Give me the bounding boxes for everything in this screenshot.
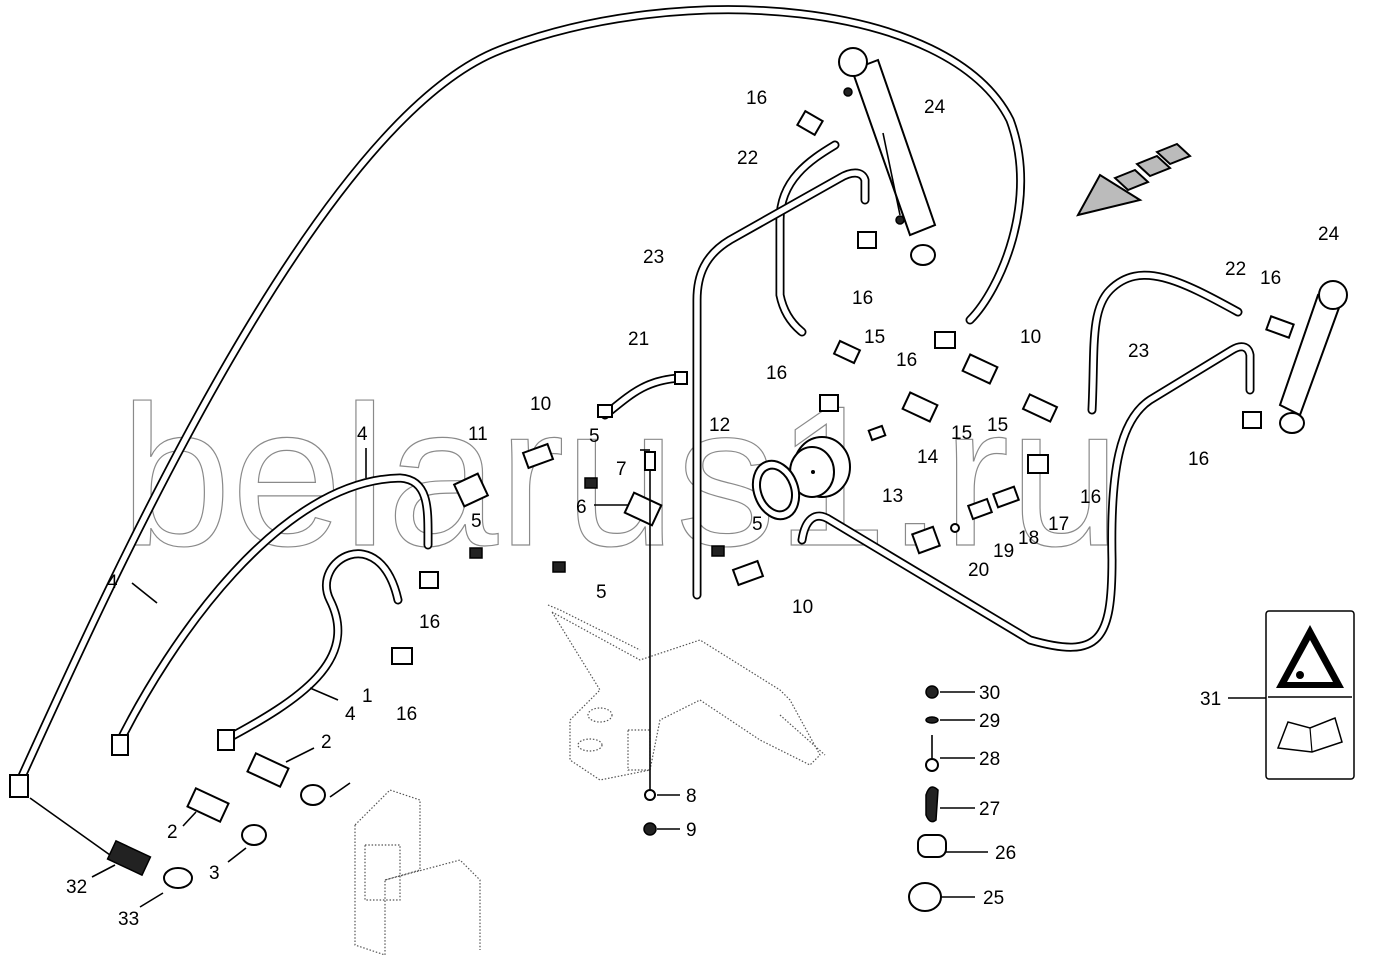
callout-7: 7: [616, 459, 627, 480]
callout-4a: 4: [107, 572, 118, 593]
filter-13: [789, 436, 851, 498]
callout-5a: 5: [589, 426, 600, 447]
callout-1: 1: [362, 686, 373, 707]
callout-5c: 5: [596, 582, 607, 603]
callout-18: 18: [1018, 528, 1039, 549]
callout-30: 30: [979, 683, 1000, 704]
callout-16b: 16: [852, 288, 873, 309]
hose-4-long: [13, 5, 1026, 790]
callout-32: 32: [66, 877, 87, 898]
callout-26: 26: [995, 843, 1016, 864]
tractor-bracket-outline: [354, 789, 481, 956]
steering-cylinder-right: [1278, 280, 1348, 434]
warning-label-31: [1265, 610, 1355, 780]
callout-6: 6: [576, 497, 587, 518]
callout-10a: 10: [530, 394, 551, 415]
callout-16f: 16: [1260, 268, 1281, 289]
callout-23b: 23: [1128, 341, 1149, 362]
callout-4b: 4: [357, 424, 368, 445]
explosion-warning-icon: [1276, 625, 1344, 688]
callout-13: 13: [882, 486, 903, 507]
steering-cylinder-left: [838, 47, 937, 266]
callout-10c: 10: [792, 597, 813, 618]
callout-17: 17: [1048, 514, 1069, 535]
callout-20: 20: [968, 560, 989, 581]
callout-14: 14: [917, 447, 939, 468]
forward-arrow-icon: [1076, 142, 1192, 217]
callout-22b: 22: [1225, 259, 1246, 280]
callout-2a: 2: [321, 732, 332, 753]
callout-5d: 5: [752, 514, 763, 535]
callout-4c: 4: [345, 704, 356, 725]
hose-23-left: [692, 168, 870, 600]
callout-27: 27: [979, 799, 1000, 820]
callout-16i: 16: [396, 704, 417, 725]
callout-16c: 16: [766, 363, 787, 384]
callout-11: 11: [468, 424, 488, 445]
callout-16e: 16: [1080, 487, 1101, 508]
callout-2b: 2: [167, 822, 178, 843]
callout-25: 25: [983, 888, 1004, 909]
hose-4-mid: [113, 473, 433, 750]
callout-19: 19: [993, 541, 1014, 562]
callouts: 1 2 2 3 4 4 4 5 5 5 5 6 7 8 9 10 10 10 1…: [66, 88, 1340, 930]
callout-28: 28: [979, 749, 1000, 770]
callout-16a: 16: [746, 88, 767, 109]
hose-22-left: [775, 140, 840, 337]
callout-24a: 24: [924, 97, 946, 118]
callout-16g: 16: [1188, 449, 1209, 470]
callout-23a: 23: [643, 247, 664, 268]
leader-lines: [29, 132, 1266, 908]
callout-15b: 15: [951, 423, 972, 444]
hose-23-right: [797, 342, 1255, 652]
callout-16d: 16: [896, 350, 917, 371]
callout-15a: 15: [864, 327, 885, 348]
read-manual-icon: [1276, 716, 1343, 753]
callout-21: 21: [628, 329, 649, 350]
callout-31: 31: [1200, 689, 1221, 710]
callout-24b: 24: [1318, 224, 1340, 245]
callout-33: 33: [118, 909, 139, 930]
callout-5b: 5: [471, 511, 482, 532]
callout-22a: 22: [737, 148, 758, 169]
quick-couplers: [9, 729, 326, 889]
fittings: [391, 109, 1295, 795]
callout-3: 3: [209, 863, 220, 884]
callout-16h: 16: [419, 612, 440, 633]
clamp-12: [751, 459, 801, 521]
callout-29: 29: [979, 711, 1000, 732]
front-axle-outline: [547, 604, 826, 781]
hose-22-right: [1087, 270, 1243, 415]
callout-12: 12: [709, 415, 730, 436]
callout-8: 8: [686, 786, 697, 807]
callout-9: 9: [686, 820, 697, 841]
callout-15c: 15: [987, 415, 1008, 436]
callout-10b: 10: [1020, 327, 1041, 348]
hose-4-low: [220, 549, 403, 745]
